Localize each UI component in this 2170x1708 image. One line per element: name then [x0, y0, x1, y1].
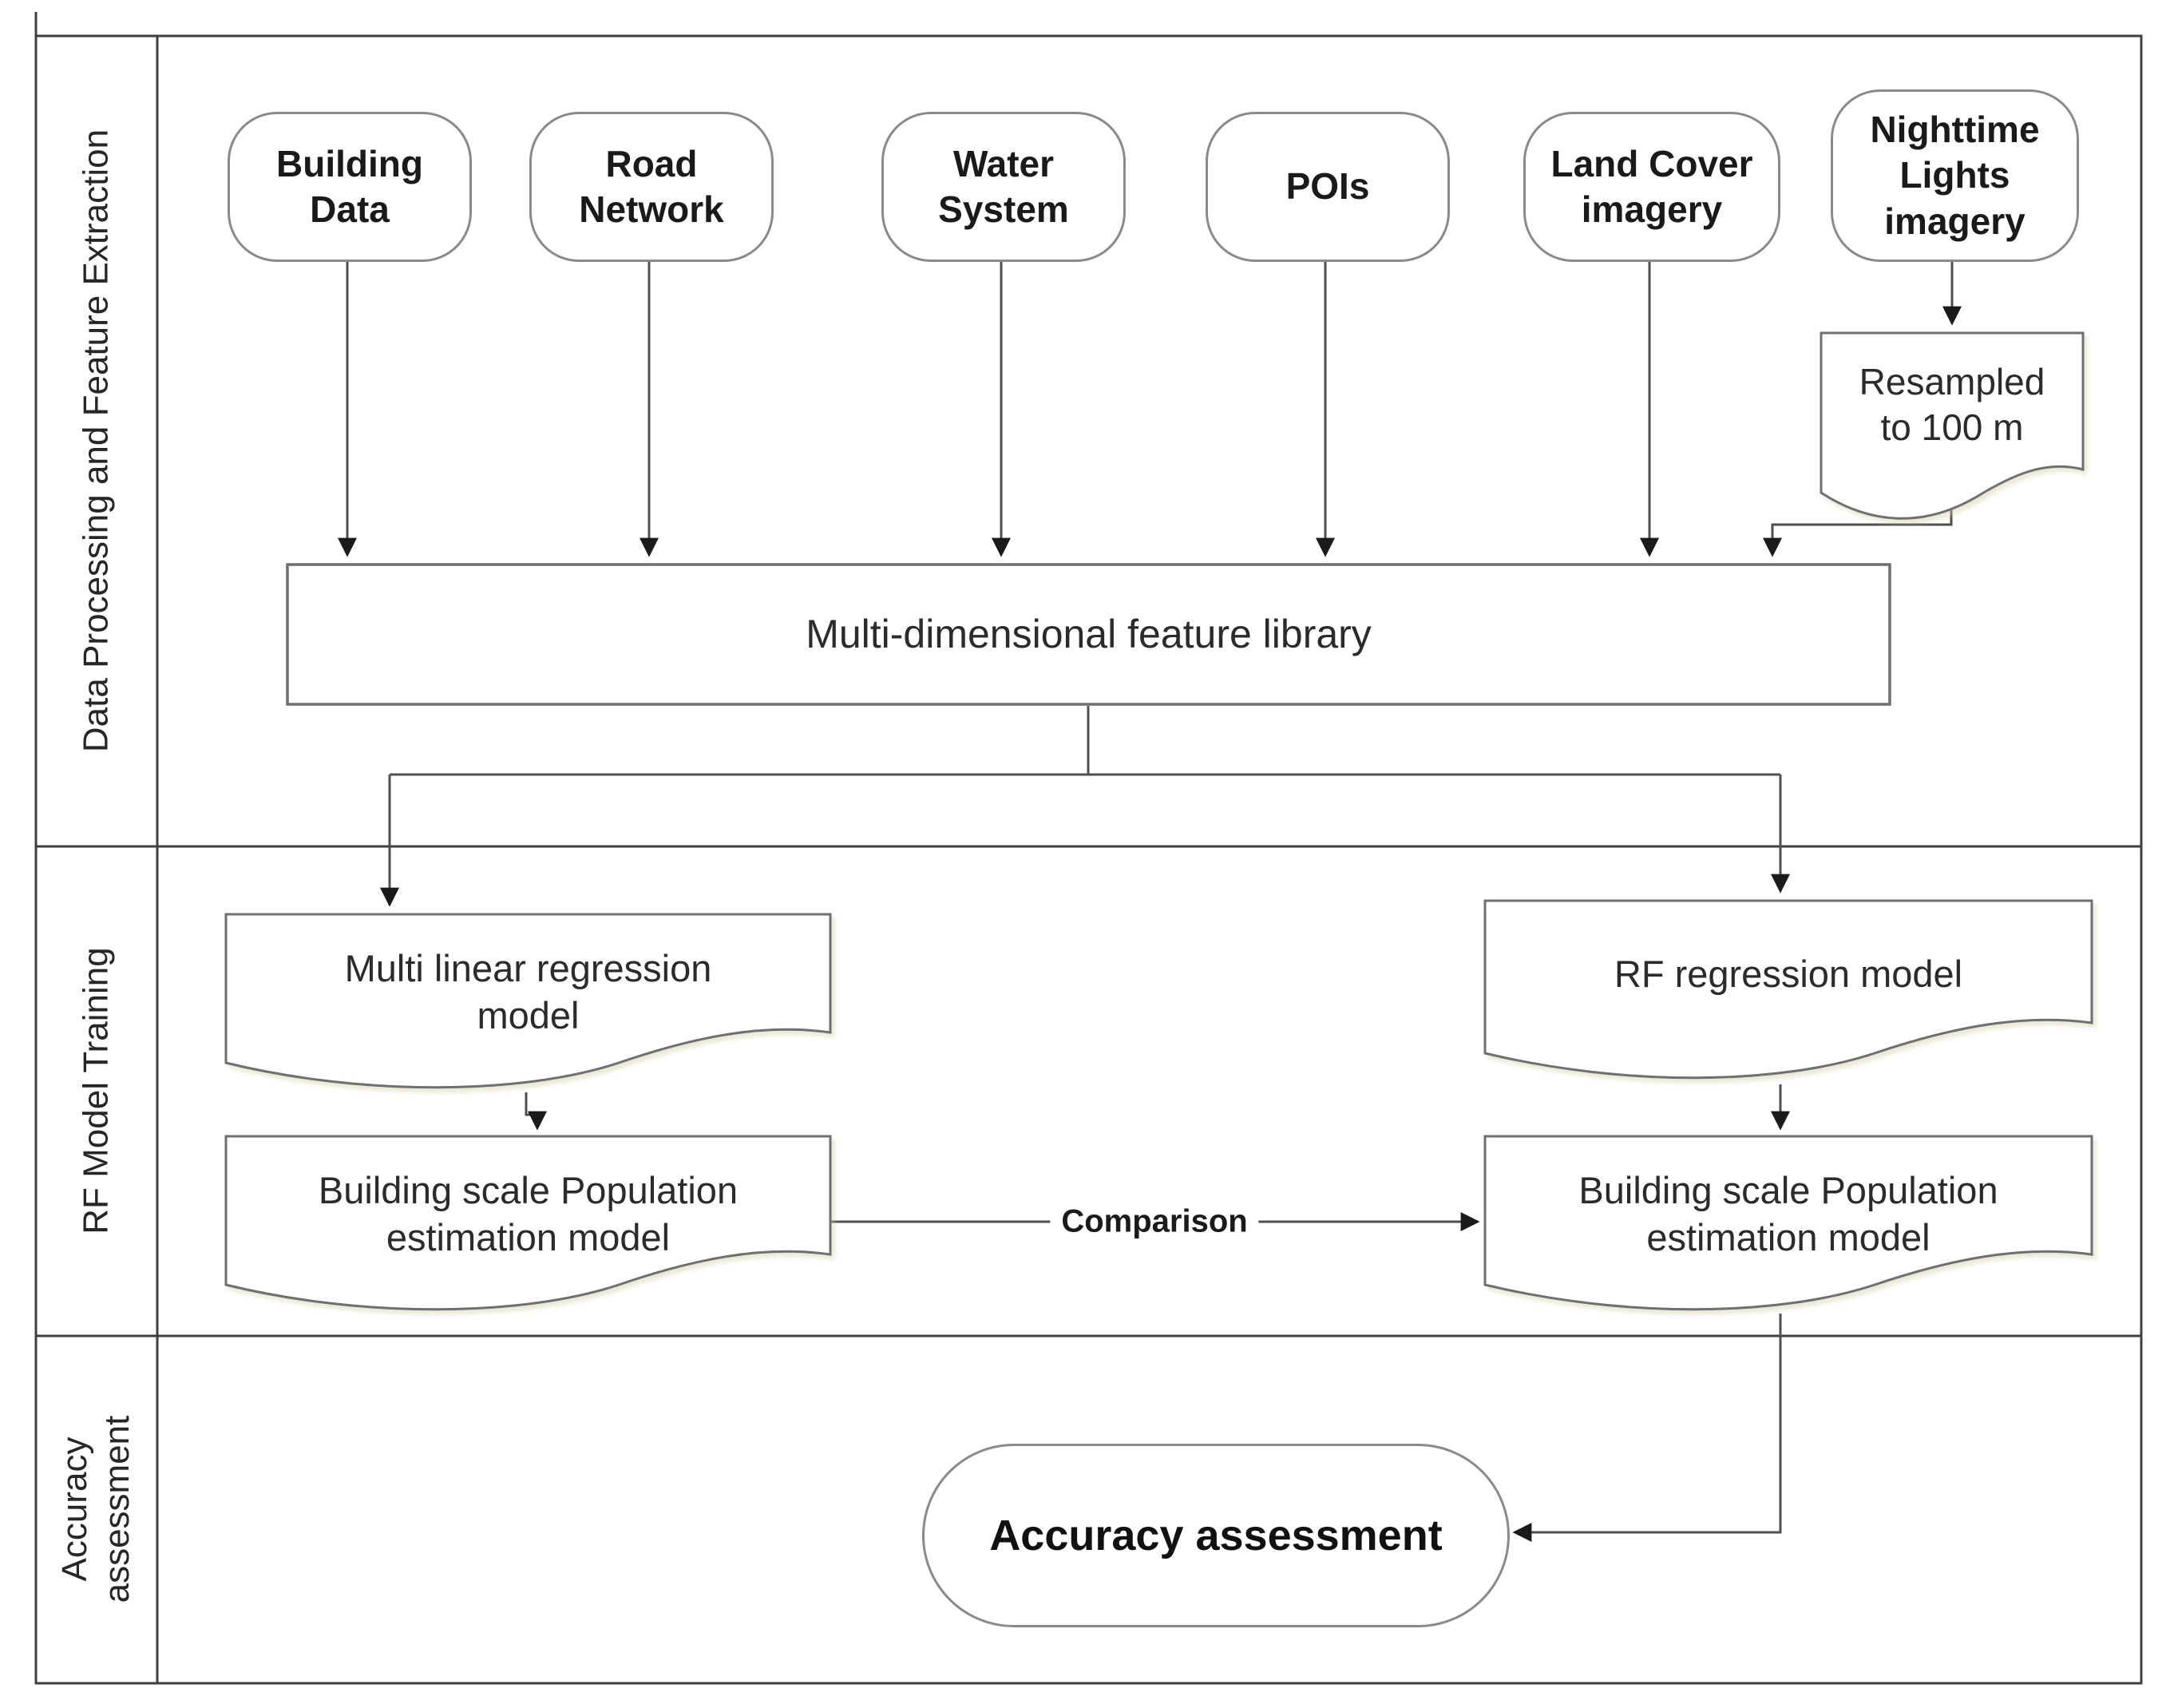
- pop-model-left-label: Building scale Population estimation mod…: [318, 1168, 739, 1258]
- feature-library-box: [286, 563, 1891, 706]
- process-shapes: [224, 331, 2093, 1311]
- resampled-label: Resampled to 100 m: [1859, 360, 2045, 449]
- source-nighttime-lights-imagery: Nighttime Lights imagery: [1831, 89, 2079, 262]
- document-pop-model-right: [1483, 1135, 2093, 1311]
- source-road-network: Road Network: [529, 112, 774, 262]
- swimlane-frame: [34, 12, 2143, 1685]
- rf-model-label: RF regression model: [1614, 953, 1963, 996]
- document-rf-model: [1483, 899, 2093, 1080]
- document-pop-model-left: [224, 1135, 832, 1311]
- arrow-pop-model-to-accuracy: [1512, 1314, 1782, 1542]
- pop-model-right-label: Building scale Population estimation mod…: [1578, 1168, 1998, 1258]
- document-mlr-model: [224, 913, 832, 1089]
- arrow-resampled-to-library: [1763, 508, 1953, 557]
- accuracy-assessment-node: Accuracy assessment: [922, 1444, 1510, 1627]
- feature-library-label: Multi-dimensional feature library: [806, 612, 1372, 657]
- source-building-data: Building Data: [228, 112, 472, 262]
- outer-border: [34, 34, 2143, 1685]
- arrow-mlr-to-pop-model-left: [525, 1092, 547, 1131]
- document-resampled: [1820, 331, 2085, 520]
- row-label-data-processing: Data Processing and Feature Extraction: [76, 129, 116, 753]
- row-label-accuracy-assessment: Accuracy assessment: [55, 1415, 137, 1603]
- mlr-model-label: Multi linear regression model: [344, 946, 712, 1036]
- flow-connectors: [338, 257, 1962, 1542]
- row-label-rf-model-training: RF Model Training: [76, 947, 116, 1234]
- source-water-system: Water System: [881, 112, 1126, 262]
- source-pois: POIs: [1206, 112, 1450, 262]
- comparison-edge-label: Comparison: [1050, 1203, 1259, 1240]
- source-land-cover-imagery: Land Cover imagery: [1523, 112, 1780, 262]
